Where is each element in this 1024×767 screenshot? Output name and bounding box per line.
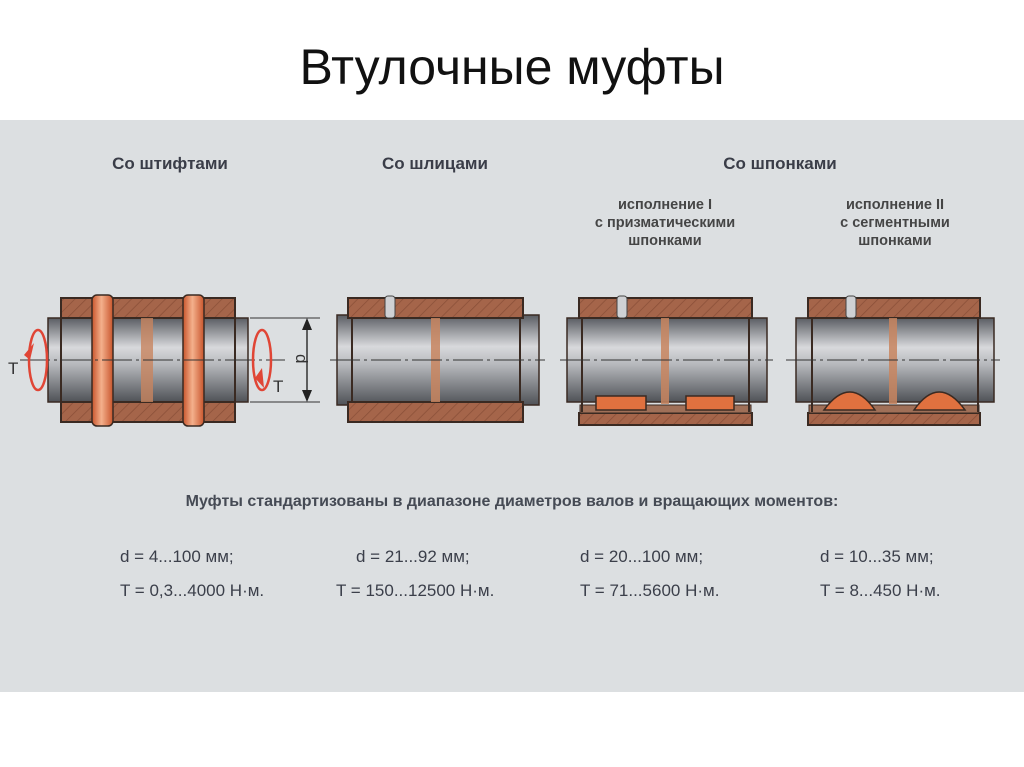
spec-splines-t: T = 150...12500 Н·м. xyxy=(336,581,495,600)
variant-1-caption: исполнение I с призматическими шпонками xyxy=(565,196,765,250)
torque-arrow-right-icon xyxy=(251,328,273,392)
spec-pins-d: d = 4...100 мм; xyxy=(120,547,234,566)
spec-segment-t: T = 8...450 Н·м. xyxy=(820,581,941,600)
spec-splines-d: d = 21...92 мм; xyxy=(356,547,470,566)
spec-prismatic: d = 20...100 мм; T = 71...5600 Н·м. xyxy=(580,540,780,608)
variant-2-line-2: с сегментными xyxy=(840,215,950,231)
spline-coupling xyxy=(330,295,545,423)
variant-1-line-1: исполнение I xyxy=(617,197,713,213)
spec-segment-d: d = 10...35 мм; xyxy=(820,547,934,566)
diameter-label: d xyxy=(292,354,311,363)
segment-key-left xyxy=(822,391,877,411)
variant-1-line-2: с призматическими xyxy=(594,215,736,231)
torque-label-right: T xyxy=(273,377,283,396)
spec-splines: d = 21...92 мм; T = 150...12500 Н·м. xyxy=(336,540,546,608)
couplings-drawing: T T d xyxy=(8,294,1000,427)
spec-prismatic-d: d = 20...100 мм; xyxy=(580,547,704,566)
prismatic-key-left xyxy=(595,395,647,411)
spec-pins-t: T = 0,3...4000 Н·м. xyxy=(120,581,265,600)
variant-2-caption: исполнение II с сегментными шпонками xyxy=(795,196,995,250)
heading-pins: Со штифтами xyxy=(112,154,228,173)
variant-2-line-3: шпонками xyxy=(858,233,932,249)
slide-title: Втулочные муфты xyxy=(299,39,725,95)
spec-segment: d = 10...35 мм; T = 8...450 Н·м. xyxy=(820,540,1020,608)
spec-prismatic-t: T = 71...5600 Н·м. xyxy=(580,581,720,600)
variant-1-line-3: шпонками xyxy=(628,233,702,249)
segment-key-right xyxy=(912,391,967,411)
torque-label-left: T xyxy=(8,359,18,378)
prismatic-key-right xyxy=(685,395,735,411)
torque-arrow-left-icon xyxy=(27,328,49,392)
diagram-panel: Со штифтами Со шлицами Со шпонками испол… xyxy=(0,120,1024,692)
heading-keys: Со шпонками xyxy=(723,154,837,173)
pin-coupling xyxy=(20,294,320,427)
spec-pins: d = 4...100 мм; T = 0,3...4000 Н·м. xyxy=(120,540,320,608)
variant-2-line-1: исполнение II xyxy=(845,197,945,213)
heading-splines: Со шлицами xyxy=(382,154,488,173)
prismatic-key-coupling xyxy=(560,295,773,426)
standardization-note: Муфты стандартизованы в диапазоне диамет… xyxy=(185,493,839,510)
segment-key-coupling xyxy=(786,295,1000,426)
